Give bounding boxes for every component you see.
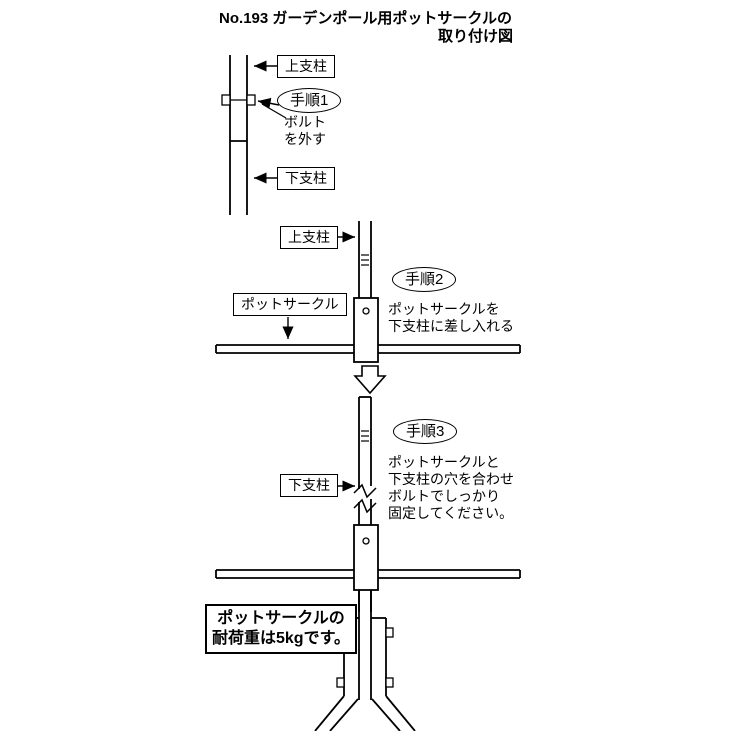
- left-leg-inner: [329, 698, 359, 731]
- bolt-hole-icon-2: [362, 537, 370, 545]
- note-fix-with-bolt: ポットサークルと 下支柱の穴を合わせ ボルトでしっかり 固定してください。: [388, 454, 514, 522]
- right-leg-outer: [385, 695, 416, 731]
- step2-pole-drawing: [215, 221, 521, 363]
- note-insert-line1: ポットサークルを: [388, 301, 500, 317]
- pipe-break-zigzag-top: [353, 483, 377, 499]
- note-insert-pot-circle: ポットサークルを 下支柱に差し入れる: [388, 301, 514, 335]
- label-pot-circle: ポットサークル: [233, 293, 347, 316]
- note-fix-line4: 固定してください。: [388, 505, 514, 521]
- label-lower-pole-step3: 下支柱: [280, 474, 338, 497]
- bolt-hole-icon: [362, 307, 370, 315]
- note-remove-bolt: ボルト を外す: [284, 114, 326, 148]
- bolt-left-icon: [221, 94, 231, 106]
- badge-step2: 手順2: [392, 267, 457, 292]
- note-insert-line2: 下支柱に差し入れる: [388, 318, 514, 334]
- transition-arrow: [353, 365, 387, 395]
- base-bolt-icon: [385, 677, 394, 688]
- label-upper-pole-step2: 上支柱: [280, 226, 338, 249]
- step1-pole-drawing: [221, 55, 287, 215]
- bolt-right-icon: [246, 94, 256, 106]
- label-lower-pole-step1: 下支柱: [277, 167, 335, 190]
- capacity-note-box: ポットサークルの 耐荷重は5kgです。: [205, 604, 357, 654]
- right-leg-inner: [371, 698, 401, 731]
- bolt-note-pointer-line: [261, 103, 287, 119]
- left-leg-outer: [314, 695, 345, 731]
- step1-pointer-arrow: [257, 97, 280, 109]
- base-bolt-icon: [385, 627, 394, 638]
- note-fix-line3: ボルトでしっかり: [388, 488, 500, 504]
- label-upper-pole-step1: 上支柱: [277, 55, 335, 78]
- page-title-line2: 取り付け図: [438, 28, 514, 45]
- step3-pole-drawing: [215, 396, 521, 612]
- base-bolt-icon: [336, 677, 345, 688]
- note-remove-bolt-line1: ボルト: [284, 114, 326, 130]
- note-remove-bolt-line2: を外す: [284, 131, 326, 147]
- badge-step1: 手順1: [277, 88, 342, 113]
- capacity-note-line2: 耐荷重は5kgです。: [212, 630, 350, 647]
- pot-circle-sleeve: [353, 297, 379, 363]
- pipe-break-zigzag-bottom: [353, 498, 377, 514]
- note-fix-line1: ポットサークルと: [388, 454, 500, 470]
- note-fix-line2: 下支柱の穴を合わせ: [388, 471, 514, 487]
- capacity-note-line1: ポットサークルの: [217, 610, 345, 627]
- pot-circle-sleeve-2: [353, 524, 379, 591]
- page-title-line1: No.193 ガーデンポール用ポットサークルの: [219, 10, 512, 27]
- down-arrow-icon: [353, 365, 387, 395]
- badge-step3: 手順3: [393, 419, 458, 444]
